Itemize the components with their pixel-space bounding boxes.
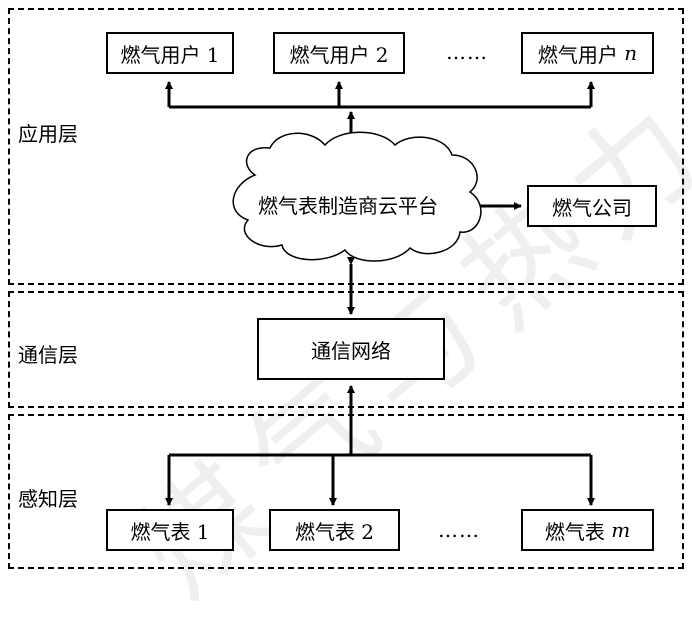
- cloud-platform-label: 燃气表制造商云平台: [258, 194, 438, 218]
- gas-company-box: 燃气公司: [527, 185, 657, 227]
- meters-ellipsis: ……: [438, 518, 480, 542]
- gas-meter-1-box: 燃气表 1: [106, 509, 234, 551]
- connector-lines: [165, 81, 595, 506]
- gas-user-n-label: 燃气用户: [537, 42, 625, 67]
- perception-layer: [8, 414, 684, 569]
- gas-meter-2-box: 燃气表 2: [269, 509, 400, 551]
- communication-layer-label: 通信层: [18, 343, 78, 367]
- gas-meter-m-label: 燃气表: [544, 519, 612, 544]
- perception-layer-label: 感知层: [18, 487, 78, 511]
- gas-meter-m-var: m: [611, 518, 631, 542]
- users-ellipsis: ……: [446, 40, 488, 64]
- gas-user-2-box: 燃气用户 2: [273, 32, 405, 74]
- communication-network-box: 通信网络: [257, 318, 445, 380]
- cloud-shape: [232, 131, 482, 262]
- gas-user-n-box: 燃气用户 n: [521, 32, 654, 74]
- application-layer-label: 应用层: [18, 122, 78, 146]
- communication-layer: [8, 291, 684, 408]
- application-layer: [8, 8, 684, 285]
- gas-user-n-var: n: [624, 41, 638, 65]
- gas-meter-m-box: 燃气表 m: [521, 509, 654, 551]
- gas-user-1-box: 燃气用户 1: [106, 32, 234, 74]
